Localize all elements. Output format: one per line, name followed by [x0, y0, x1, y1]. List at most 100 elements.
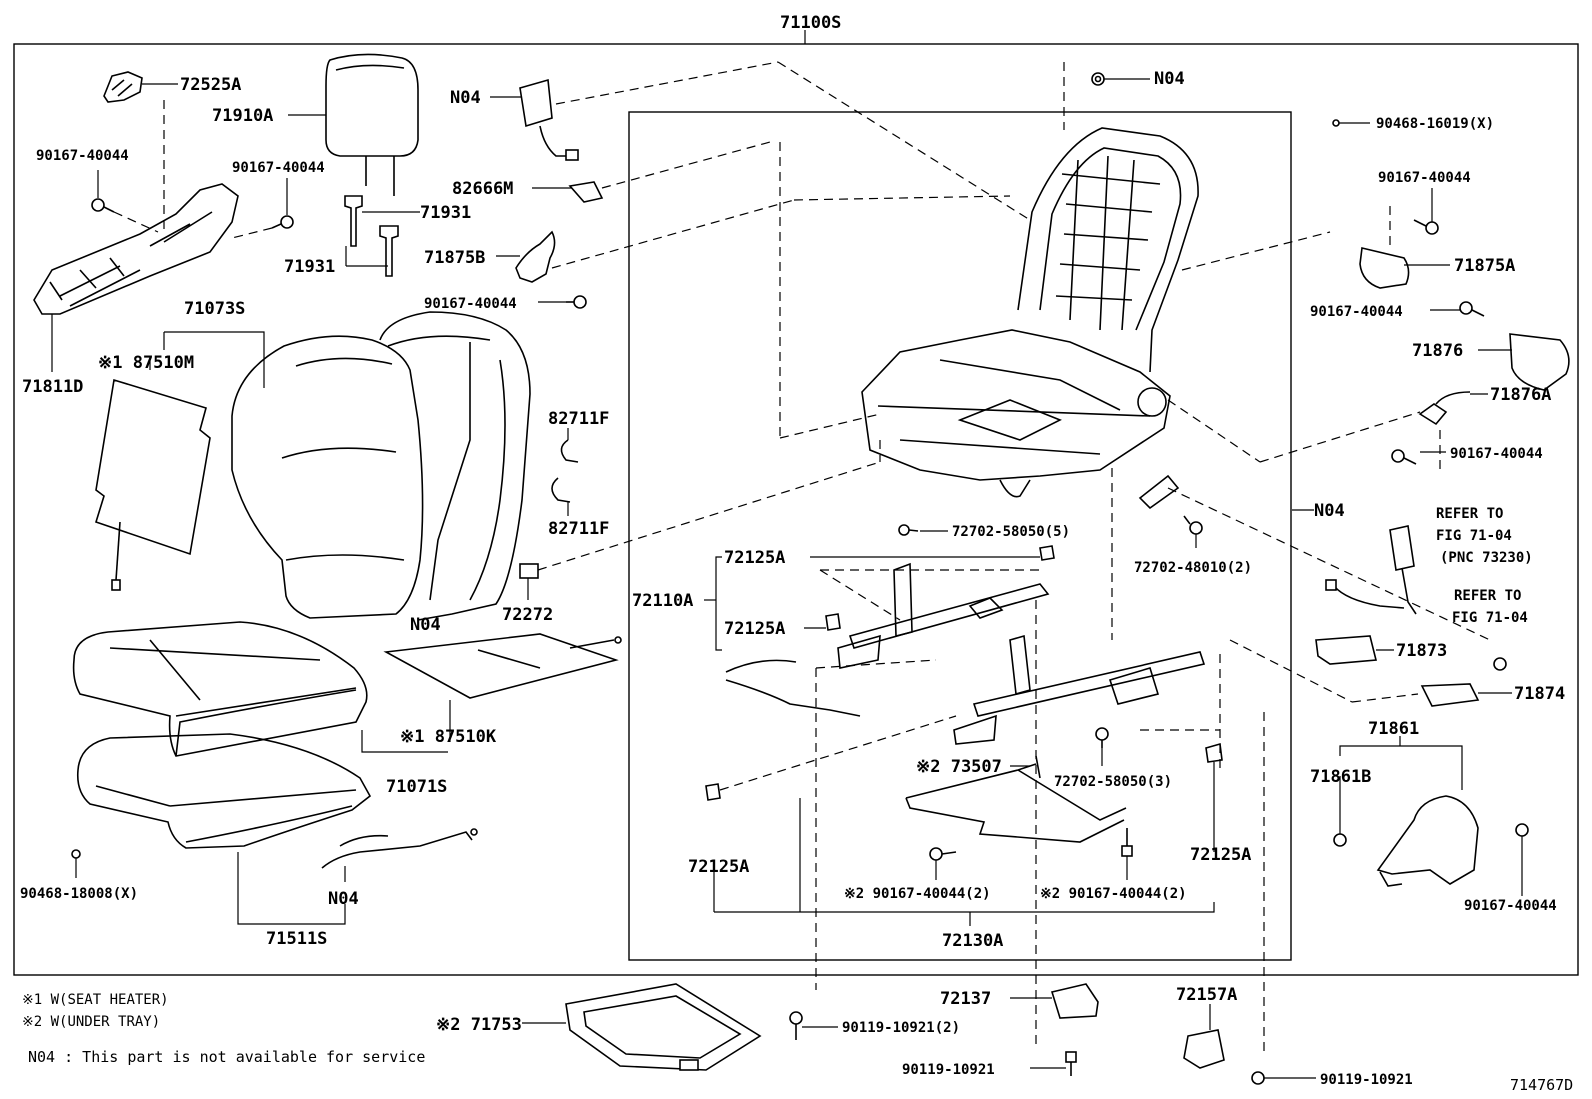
headrest-support-71931-lower[interactable] [379, 225, 399, 277]
harness-n04-upper[interactable] [519, 78, 579, 161]
label-73507: ※2 73507 [916, 757, 1002, 777]
label-72125A-4: 72125A [1190, 845, 1251, 865]
label-72137: 72137 [940, 989, 991, 1009]
label-71875B: 71875B [424, 248, 485, 268]
screw-90167-right2[interactable] [1459, 301, 1485, 317]
label-90167-2a: ※2 90167-40044(2) [844, 886, 991, 902]
bracket-72125A-c[interactable] [705, 783, 721, 801]
cable-71876A[interactable] [1418, 391, 1471, 426]
seat-cushion-71071S[interactable] [72, 621, 368, 757]
seat-track-inner[interactable] [953, 634, 1206, 745]
label-90119-b: 90119-10921 [1320, 1072, 1413, 1088]
label-90167-right1: 90167-40044 [1378, 170, 1471, 186]
headrest-support-71931-upper[interactable] [344, 195, 363, 247]
headrest-71910A[interactable] [325, 53, 419, 196]
clip-90468-18008[interactable] [71, 849, 81, 859]
label-82711F-a: 82711F [548, 409, 609, 429]
label-71874: 71874 [1514, 684, 1565, 704]
bracket-72125A-a[interactable] [1039, 545, 1055, 561]
note-under-tray: ※2 W(UNDER TRAY) [22, 1014, 160, 1030]
bracket-71874[interactable] [1420, 683, 1480, 707]
label-71931-b: 71931 [284, 257, 335, 277]
label-72525A: 72525A [180, 75, 241, 95]
side-shield-71811D[interactable] [33, 183, 239, 315]
screw-90167-right1[interactable] [1413, 219, 1439, 235]
shield-71861[interactable] [1376, 795, 1479, 887]
seatback-frame[interactable] [1017, 127, 1199, 373]
screw-90167-right3[interactable] [1391, 449, 1417, 465]
seat-track-72110A[interactable] [837, 562, 1050, 669]
seatback-pad-71073S[interactable] [231, 335, 424, 619]
bracket-72125A-b[interactable] [825, 613, 841, 631]
bolt-90167-2b[interactable] [1121, 828, 1133, 857]
label-n04-bottom: N04 [328, 889, 359, 909]
label-71873: 71873 [1396, 641, 1447, 661]
under-tray-71753[interactable] [565, 983, 762, 1071]
label-90167-2b: ※2 90167-40044(2) [1040, 886, 1187, 902]
seat-frame[interactable] [861, 329, 1171, 498]
label-72157A: 72157A [1176, 985, 1237, 1005]
bolt-72702-58050-3[interactable] [1095, 727, 1109, 748]
clip-82711F-lower[interactable] [551, 477, 571, 503]
label-71100S: 71100S [780, 13, 841, 33]
bracket-72137[interactable] [1050, 983, 1099, 1019]
nut-refer-fig[interactable] [1493, 657, 1507, 671]
label-90167-right4: 90167-40044 [1464, 898, 1557, 914]
refer1-line2: FIG 71-04 [1436, 528, 1512, 544]
seatbelt-buckle[interactable] [1325, 525, 1417, 615]
label-71861: 71861 [1368, 719, 1419, 739]
label-72702-58050-5: 72702-58050(5) [952, 524, 1070, 540]
label-87510K: ※1 87510K [400, 727, 497, 747]
screw-90167-mid[interactable] [271, 215, 294, 229]
label-71861B: 71861B [1310, 767, 1371, 787]
label-71876A: 71876A [1490, 385, 1551, 405]
bolt-90119-a[interactable] [1065, 1051, 1077, 1076]
bolt-90167-2a[interactable] [929, 847, 957, 861]
bracket-72125A-d[interactable] [1205, 742, 1223, 763]
nut-n04-top[interactable] [1091, 72, 1105, 86]
label-87510M: ※1 87510M [98, 353, 194, 373]
clip-82711F-upper[interactable] [560, 439, 579, 463]
label-71071S: 71071S [386, 777, 447, 797]
label-72702-58050-3: 72702-58050(3) [1054, 774, 1172, 790]
figure-id: 714767D [1510, 1076, 1573, 1094]
label-72125A-1: 72125A [724, 548, 785, 568]
clip-90468-16019[interactable] [1332, 119, 1340, 127]
screw-90167-right4[interactable] [1515, 823, 1529, 837]
cover-71875A[interactable] [1359, 247, 1410, 289]
bolt-90119-2[interactable] [789, 1011, 803, 1040]
frame-subassembly-outline [628, 111, 1292, 961]
headrest-guide-72525A[interactable] [103, 71, 143, 103]
seatback-heater-87510M[interactable] [95, 378, 211, 591]
cushion-pad-71511S[interactable] [76, 733, 372, 849]
label-82711F-b: 82711F [548, 519, 609, 539]
bolt-72702-58050-5[interactable] [898, 524, 919, 536]
cushion-heater-87510K[interactable] [383, 633, 622, 699]
screw-90167-left[interactable] [91, 198, 115, 213]
screw-90167-875B[interactable] [566, 295, 587, 309]
label-82666M: 82666M [452, 179, 513, 199]
label-90167-875B: 90167-40044 [424, 296, 517, 312]
cover-71876[interactable] [1509, 333, 1570, 391]
refer1-line3: (PNC 73230) [1440, 550, 1533, 566]
bracket-82666M[interactable] [568, 181, 604, 203]
cushion-harness[interactable] [321, 828, 478, 869]
label-71073S: 71073S [184, 299, 245, 319]
refer2-line1: REFER TO [1454, 588, 1521, 604]
label-90468-16019: 90468-16019(X) [1376, 116, 1494, 132]
clip-71861B[interactable] [1333, 833, 1347, 847]
clip-72272[interactable] [519, 563, 539, 579]
bracket-lock-rear[interactable] [1138, 474, 1180, 510]
cover-71875B[interactable] [515, 230, 556, 283]
seatback-cover[interactable] [379, 311, 531, 621]
label-71753: ※2 71753 [436, 1015, 522, 1035]
bracket-72157A[interactable] [1183, 1029, 1225, 1069]
bolt-72702-48010[interactable] [1183, 515, 1203, 535]
bracket-71873[interactable] [1315, 635, 1378, 665]
bolt-90119-b[interactable] [1251, 1071, 1265, 1085]
label-n04-cushion: N04 [410, 615, 441, 635]
release-lever[interactable] [725, 659, 861, 717]
label-90167-left: 90167-40044 [36, 148, 129, 164]
